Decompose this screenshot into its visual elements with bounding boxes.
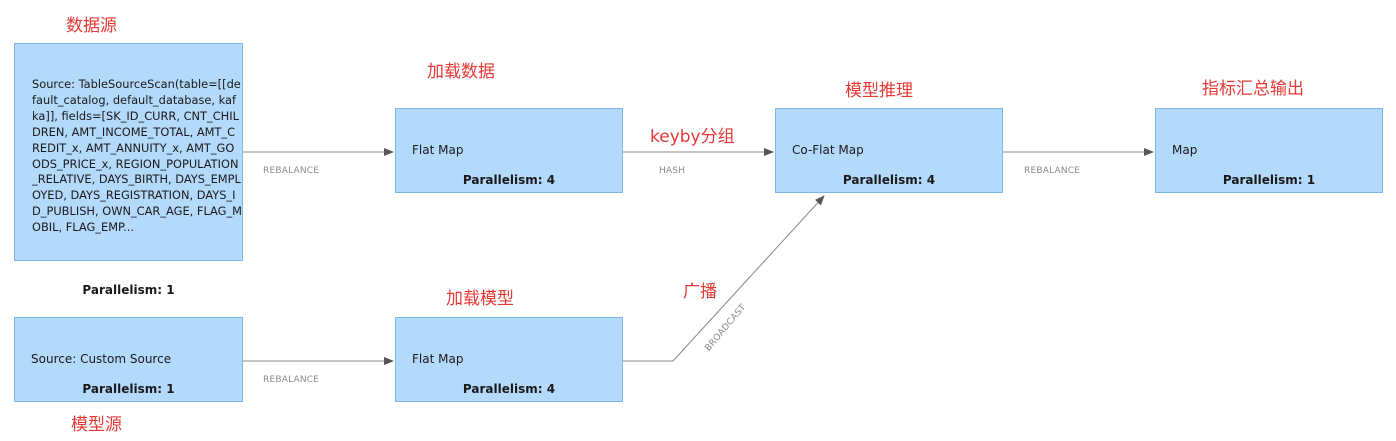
node-flat-map-model[interactable]: Flat Map Parallelism: 4 — [395, 317, 623, 402]
annotation-metrics-output: 指标汇总输出 — [1202, 79, 1304, 99]
node-table-source-title: Source: TableSourceScan(table=[[default_… — [32, 77, 242, 235]
node-flat-map-model-title: Flat Map — [412, 352, 464, 366]
annotation-broadcast: 广播 — [683, 282, 717, 302]
annotation-model-inference: 模型推理 — [845, 81, 913, 101]
annotation-load-data: 加载数据 — [427, 62, 495, 82]
annotation-model-source: 模型源 — [71, 415, 122, 435]
node-flat-map-model-parallelism: Parallelism: 4 — [462, 382, 556, 396]
node-table-source-parallelism: Parallelism: 1 — [82, 283, 175, 297]
annotation-load-model: 加载模型 — [446, 289, 514, 309]
annotation-keyby-group: keyby分组 — [650, 127, 735, 147]
node-co-flat-map-title: Co-Flat Map — [792, 143, 864, 157]
edge-label-rebalance-2: REBALANCE — [1024, 166, 1081, 176]
node-map[interactable]: Map Parallelism: 1 — [1155, 108, 1383, 193]
node-custom-source[interactable]: Source: Custom Source Parallelism: 1 — [14, 317, 243, 402]
node-custom-source-parallelism: Parallelism: 1 — [82, 382, 175, 396]
node-map-parallelism: Parallelism: 1 — [1222, 173, 1316, 187]
node-custom-source-title: Source: Custom Source — [31, 352, 172, 366]
edge-label-rebalance-3: REBALANCE — [263, 375, 320, 385]
node-flat-map-data[interactable]: Flat Map Parallelism: 4 — [395, 108, 623, 193]
node-table-source[interactable]: Source: TableSourceScan(table=[[default_… — [14, 43, 243, 261]
annotation-data-source: 数据源 — [66, 16, 117, 36]
node-flat-map-data-title: Flat Map — [412, 143, 464, 157]
node-map-title: Map — [1172, 143, 1198, 157]
edge-label-hash: HASH — [659, 166, 686, 176]
node-co-flat-map[interactable]: Co-Flat Map Parallelism: 4 — [775, 108, 1003, 193]
edge-broadcast — [622, 195, 825, 362]
node-flat-map-data-parallelism: Parallelism: 4 — [462, 173, 556, 187]
edge-label-rebalance-1: REBALANCE — [263, 166, 320, 176]
node-co-flat-map-parallelism: Parallelism: 4 — [842, 173, 936, 187]
